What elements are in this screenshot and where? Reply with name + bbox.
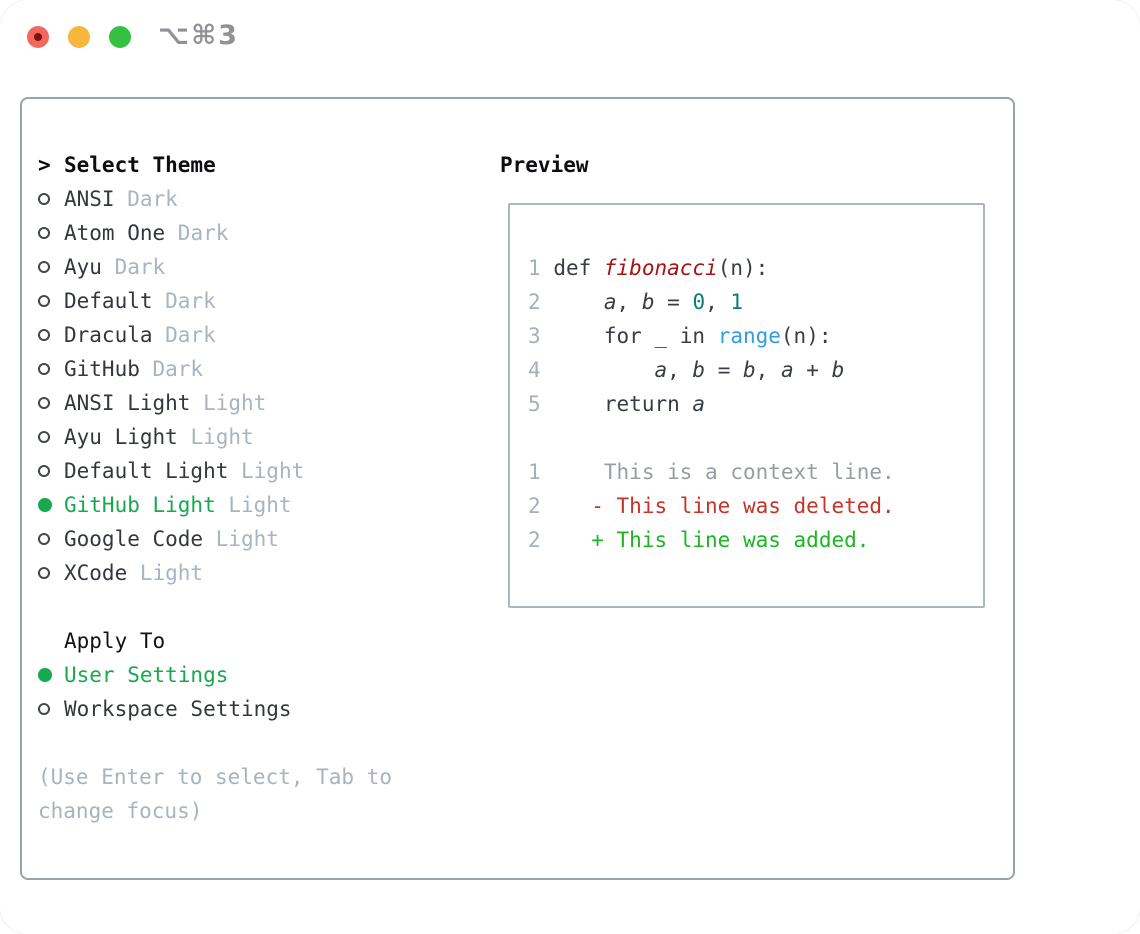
theme-option-google-code[interactable]: Google Code Light [38,522,458,556]
theme-option-ansi-light[interactable]: ANSI Light Light [38,386,458,420]
radio-unselected-icon [38,193,64,205]
code-line [528,421,983,455]
code-line: 4 a, b = b, a + b [528,358,845,382]
theme-variant-tag: Light [127,561,204,585]
theme-variant-tag: Dark [152,289,216,313]
theme-option-label: ANSI Light [64,391,191,415]
theme-option-label: Google Code [64,527,204,551]
theme-variant-tag: Dark [139,357,204,381]
theme-variant-tag: Light [228,459,305,483]
theme-variant-tag: Dark [101,255,166,279]
radio-unselected-icon [38,397,64,409]
theme-option-github[interactable]: GitHub Dark [38,352,458,386]
line-number: 2 [528,494,541,518]
theme-variant-tag: Dark [165,221,229,245]
line-number: 1 [528,256,541,280]
radio-unselected-icon [38,533,64,545]
theme-option-label: Atom One [64,221,166,245]
radio-unselected-icon [38,567,64,579]
zoom-button[interactable] [109,26,131,48]
apply-to-header: Apply To [64,629,166,653]
radio-unselected-icon [38,227,64,239]
radio-unselected-icon [38,465,64,477]
radio-unselected-icon [38,329,64,341]
modified-dot-icon [34,33,42,41]
theme-option-default[interactable]: Default Dark [38,284,458,318]
theme-variant-tag: Dark [152,323,216,347]
code-line: 2 a, b = 0, 1 [528,290,744,314]
theme-variant-tag: Light [203,527,279,551]
theme-option-label: Ayu [64,255,102,279]
code-line: 3 for _ in range(n): [528,324,832,348]
code-line: 2 + This line was added. [528,528,870,552]
theme-option-xcode[interactable]: XCode Light [38,556,458,590]
title-bar: ⌥⌘3 [0,0,1140,74]
theme-option-label: Dracula [64,323,153,347]
apply-to-option-user-settings[interactable]: User Settings [38,658,458,692]
select-theme-title: Select Theme [64,153,216,177]
line-number: 3 [528,324,541,348]
theme-option-ayu[interactable]: Ayu Dark [38,250,458,284]
radio-unselected-icon [38,703,64,715]
theme-variant-tag: Light [177,425,254,449]
code-line: 1 def fibonacci(n): [528,256,769,280]
code-line: 5 return a [528,392,706,416]
theme-option-ansi[interactable]: ANSI Dark [38,182,458,216]
theme-option-label: Default [64,289,153,313]
line-number: 1 [528,460,541,484]
theme-option-dracula[interactable]: Dracula Dark [38,318,458,352]
radio-unselected-icon [38,363,64,375]
preview-code: 1 def fibonacci(n): 2 a, b = 0, 1 3 for _ … [510,205,983,557]
theme-option-label: ANSI [64,187,115,211]
theme-option-github-light[interactable]: GitHub Light Light [38,488,458,522]
radio-unselected-icon [38,295,64,307]
theme-option-label: Default Light [64,459,229,483]
select-theme-header: > Select Theme [38,148,458,182]
minimize-button[interactable] [68,26,90,48]
preview-title: Preview [500,153,589,177]
apply-to-option-label: User Settings [64,663,229,687]
apply-to-option-workspace-settings[interactable]: Workspace Settings [38,692,458,726]
theme-variant-tag: Dark [114,187,178,211]
radio-unselected-icon [38,261,64,273]
theme-option-atom-one[interactable]: Atom One Dark [38,216,458,250]
traffic-lights [27,26,131,48]
usage-hint: (Use Enter to select, Tab to change focu… [38,765,393,823]
theme-option-default-light[interactable]: Default Light Light [38,454,458,488]
theme-option-label: Ayu Light [64,425,178,449]
line-number: 2 [528,528,541,552]
radio-selected-icon [38,498,64,512]
radio-unselected-icon [38,431,64,443]
code-line: 1 This is a context line. [528,460,895,484]
line-number: 4 [528,358,541,382]
radio-selected-icon [38,668,64,682]
line-number: 2 [528,290,541,314]
theme-option-ayu-light[interactable]: Ayu Light Light [38,420,458,454]
theme-option-label: GitHub Light [64,493,216,517]
theme-option-label: XCode [64,561,128,585]
theme-variant-tag: Light [190,391,267,415]
close-button[interactable] [27,26,49,48]
preview-box: 1 def fibonacci(n): 2 a, b = 0, 1 3 for _ … [508,203,985,608]
line-number: 5 [528,392,541,416]
theme-option-label: GitHub [64,357,140,381]
code-line: 2 - This line was deleted. [528,494,895,518]
prompt-icon: > [38,153,51,177]
theme-variant-tag: Light [215,493,292,517]
keyboard-shortcut-label: ⌥⌘3 [158,20,239,51]
apply-to-option-label: Workspace Settings [64,697,292,721]
